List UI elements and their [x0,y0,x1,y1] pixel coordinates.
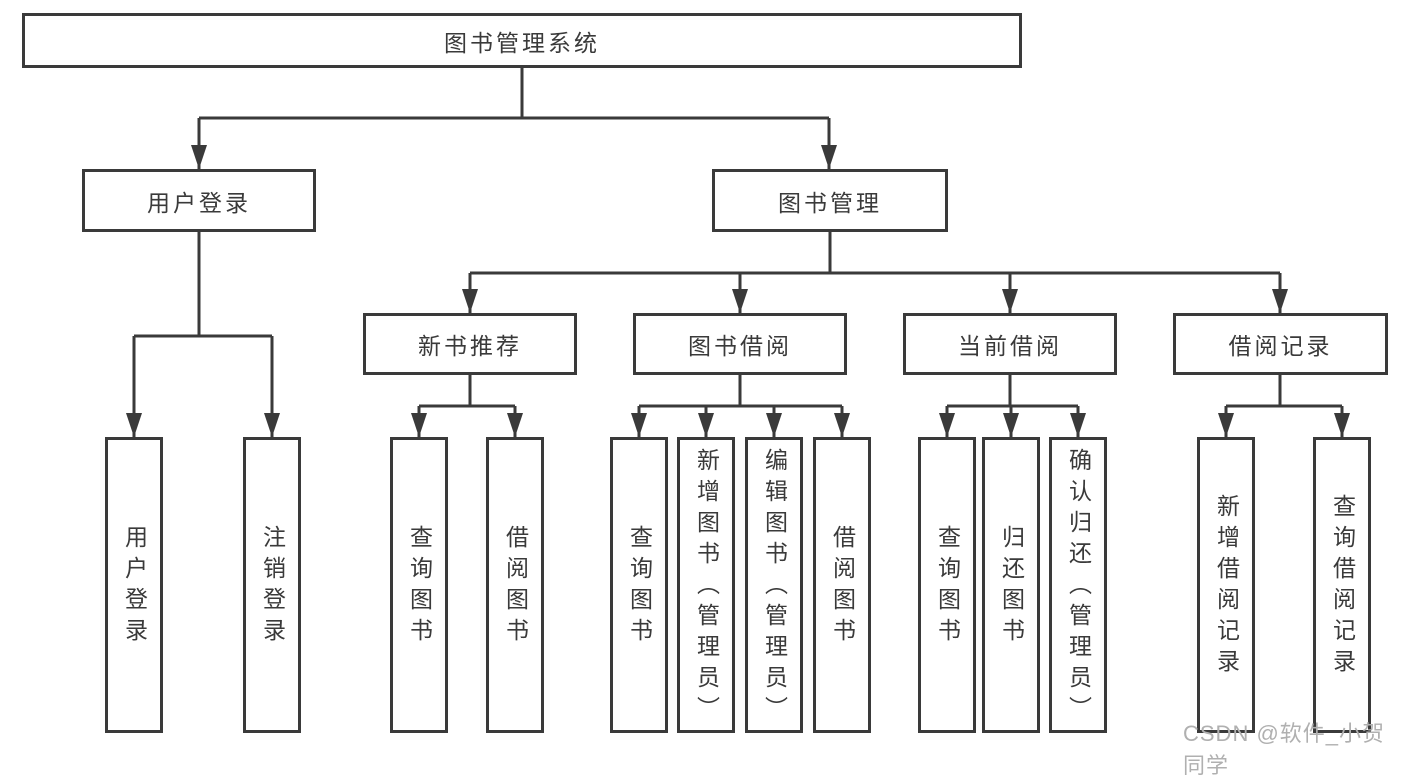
leaf-logout: 注销登录 [243,437,301,733]
connector-lines [126,68,1350,437]
node-book-management: 图书管理 [712,169,948,232]
leaf-user-login: 用户登录 [105,437,163,733]
leaf-borrow-query-books: 查询图书 [610,437,668,733]
node-book-borrow: 图书借阅 [633,313,847,375]
node-user-login: 用户登录 [82,169,316,232]
leaf-records-query-record: 查询借阅记录 [1313,437,1371,733]
leaf-current-return-books: 归还图书 [982,437,1040,733]
leaf-borrow-edit-books-admin: 编辑图书（管理员） [745,437,803,733]
leaf-current-confirm-return-admin: 确认归还（管理员） [1049,437,1107,733]
leaf-recommend-query-books: 查询图书 [390,437,448,733]
leaf-current-query-books: 查询图书 [918,437,976,733]
leaf-borrow-add-books-admin: 新增图书（管理员） [677,437,735,733]
leaf-recommend-borrow-books: 借阅图书 [486,437,544,733]
node-new-book-recommend: 新书推荐 [363,313,577,375]
leaf-borrow-borrow-books: 借阅图书 [813,437,871,733]
node-borrow-records: 借阅记录 [1173,313,1388,375]
leaf-records-add-record: 新增借阅记录 [1197,437,1255,733]
node-library-management-system: 图书管理系统 [22,13,1022,68]
library-system-org-chart: 图书管理系统 用户登录 图书管理 新书推荐 图书借阅 当前借阅 借阅记录 用户登… [22,13,1388,778]
node-current-borrow: 当前借阅 [903,313,1117,375]
csdn-watermark: CSDN @软件_小贺同学 [1183,721,1386,778]
